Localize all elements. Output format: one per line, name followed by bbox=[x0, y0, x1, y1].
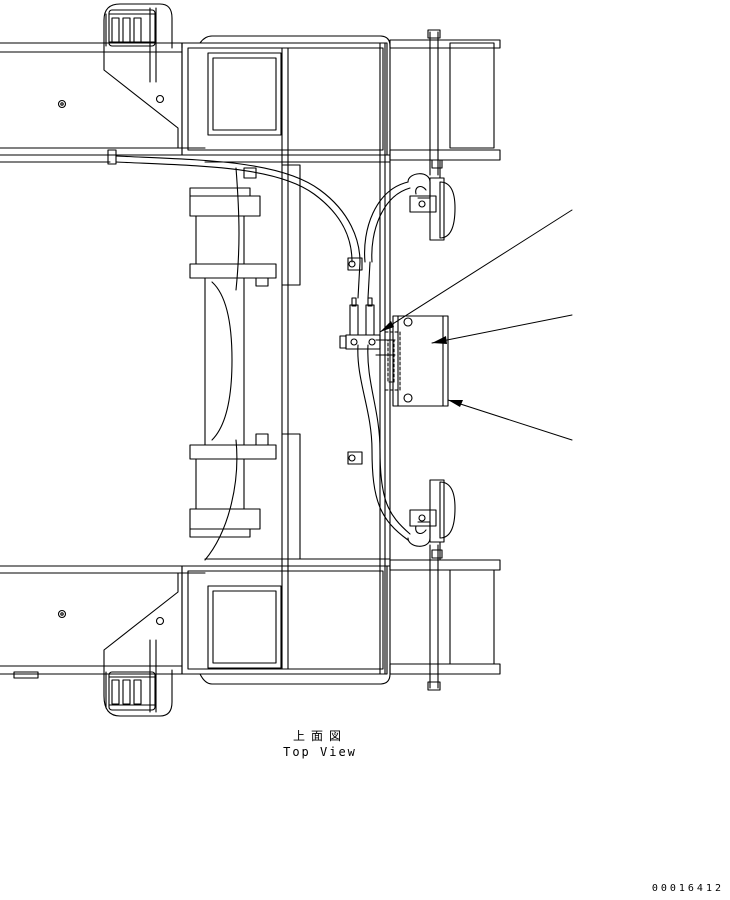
lower-lifting-lug bbox=[105, 639, 157, 713]
center-beam bbox=[189, 167, 277, 538]
lower-accumulator bbox=[407, 479, 456, 561]
caption-english: Top View bbox=[283, 745, 357, 759]
right-mount-plates bbox=[389, 29, 501, 691]
upper-accumulator bbox=[407, 159, 456, 241]
junction-box bbox=[384, 315, 449, 407]
leader-lines bbox=[379, 209, 573, 441]
leader-line-box bbox=[431, 314, 573, 344]
lower-track-frame bbox=[0, 565, 206, 717]
hydraulic-hoses bbox=[107, 149, 411, 561]
hole-icon bbox=[155, 616, 165, 626]
upper-track-frame bbox=[0, 3, 206, 163]
upper-lifting-lug bbox=[105, 7, 157, 83]
caption-japanese: 上面図 bbox=[292, 729, 347, 743]
leader-line-valve bbox=[379, 209, 573, 333]
valve-block bbox=[339, 297, 381, 350]
hole-icon bbox=[155, 94, 165, 104]
drawing-number: 00016412 bbox=[651, 883, 724, 894]
hose-clamp bbox=[347, 451, 363, 465]
bolt-icon bbox=[57, 609, 67, 619]
hose-clamp bbox=[347, 257, 363, 271]
hose-fitting bbox=[107, 149, 117, 165]
leader-line-bracket bbox=[447, 399, 573, 441]
bolt-icon bbox=[57, 99, 67, 109]
center-frame bbox=[181, 35, 391, 685]
